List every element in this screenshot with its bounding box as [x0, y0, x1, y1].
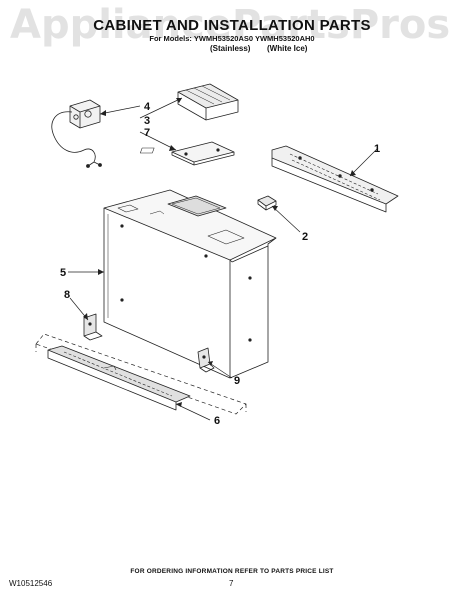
- ordering-note: FOR ORDERING INFORMATION REFER TO PARTS …: [130, 568, 334, 575]
- callout-6: 6: [214, 415, 220, 427]
- callout-5: 5: [60, 267, 66, 279]
- part-top-vent: [177, 83, 239, 121]
- callout-1: 1: [374, 143, 380, 155]
- model-list: For Models: YWMH53520AS0 YWMH53520AH0: [149, 34, 315, 43]
- variant-stainless: (Stainless): [210, 44, 251, 53]
- leader-arrowheads: [83, 98, 356, 407]
- part-bottom-grille: [35, 333, 247, 415]
- callout-2: 2: [302, 231, 308, 243]
- variant-white-ice: (White Ice): [267, 44, 308, 53]
- callout-7: 7: [144, 127, 150, 139]
- page-number: 7: [229, 579, 234, 588]
- part-clip: [257, 195, 277, 211]
- part-cabinet: [103, 189, 277, 379]
- page-title: CABINET AND INSTALLATION PARTS: [93, 17, 371, 34]
- callout-9: 9: [234, 375, 240, 387]
- part-thermal-cutout: [51, 99, 102, 168]
- watermark: AppliancePartsPros.com: [10, 2, 454, 48]
- callout-3: 3: [144, 115, 150, 127]
- document-id: W10512546: [9, 579, 53, 588]
- part-vent-grille: [271, 145, 399, 213]
- part-mounting-bracket-left: [83, 313, 103, 341]
- callout-4: 4: [144, 101, 151, 113]
- part-bracket-plate: [139, 141, 235, 166]
- part-mounting-bracket-right: [197, 347, 215, 373]
- callout-8: 8: [64, 289, 70, 301]
